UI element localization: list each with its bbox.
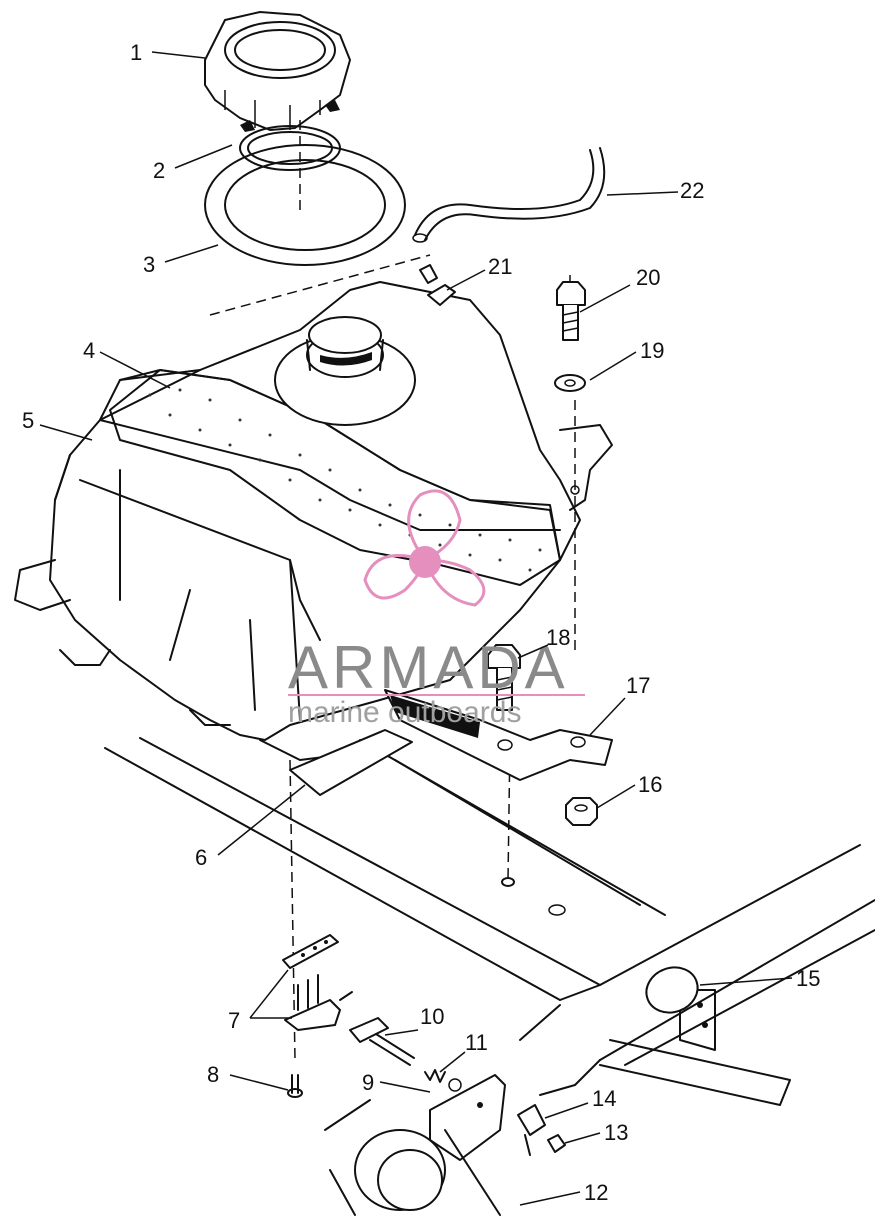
spring-11 (424, 1069, 446, 1083)
tube-12 (324, 1099, 501, 1216)
callout-21: 21 (488, 254, 512, 279)
frame-plug-15 (645, 966, 699, 1014)
callout-8: 8 (207, 1062, 219, 1087)
bolt-18 (487, 644, 521, 711)
callout-10: 10 (420, 1004, 444, 1029)
watermark-brand: ARMADA (288, 634, 569, 701)
callout-6: 6 (195, 845, 207, 870)
fuel-cap-1 (204, 11, 351, 131)
callout-14: 14 (592, 1086, 616, 1111)
callout-22: 22 (680, 178, 704, 203)
mount-plate-9 (429, 1074, 506, 1161)
callout-16: 16 (638, 772, 662, 797)
callout-3: 3 (143, 252, 155, 277)
watermark-tagline: marine outboards (288, 696, 521, 729)
screw-13 (547, 1134, 566, 1153)
tank-pad-4 (109, 369, 561, 586)
callout-9: 9 (362, 1070, 374, 1095)
callout-2: 2 (153, 158, 165, 183)
nut-16 (565, 797, 598, 826)
callout-17: 17 (626, 673, 650, 698)
armada-propeller-logo (363, 489, 486, 607)
callout-12: 12 (584, 1180, 608, 1205)
bracket-17 (384, 689, 613, 781)
callout-20: 20 (636, 265, 660, 290)
callout-15: 15 (796, 966, 820, 991)
leader-lines (39, 51, 793, 1206)
cap-seal-3 (204, 144, 406, 266)
callout-7: 7 (228, 1008, 240, 1033)
fuel-valve-7 (282, 934, 353, 1031)
callout-5: 5 (22, 408, 34, 433)
pad-6 (289, 729, 413, 796)
armada-watermark: ARMADA marine outboards (288, 489, 585, 729)
vent-hose-22 (414, 149, 595, 236)
filler-neck (274, 316, 416, 426)
callout-labels: 1 2 3 4 5 6 7 8 9 10 11 12 13 14 15 16 1… (22, 40, 820, 1205)
callout-18: 18 (546, 625, 570, 650)
clip-14 (517, 1104, 546, 1156)
callout-11: 11 (465, 1030, 488, 1055)
callout-13: 13 (604, 1120, 628, 1145)
callout-1: 1 (130, 40, 142, 65)
callout-19: 19 (640, 338, 664, 363)
fuel-tank (14, 281, 613, 761)
screw-8 (287, 1074, 303, 1098)
frame-rails (104, 737, 875, 1106)
bolt-20 (556, 281, 586, 341)
washer-19 (554, 374, 586, 392)
lever-10 (349, 1017, 415, 1066)
callout-4: 4 (83, 338, 95, 363)
